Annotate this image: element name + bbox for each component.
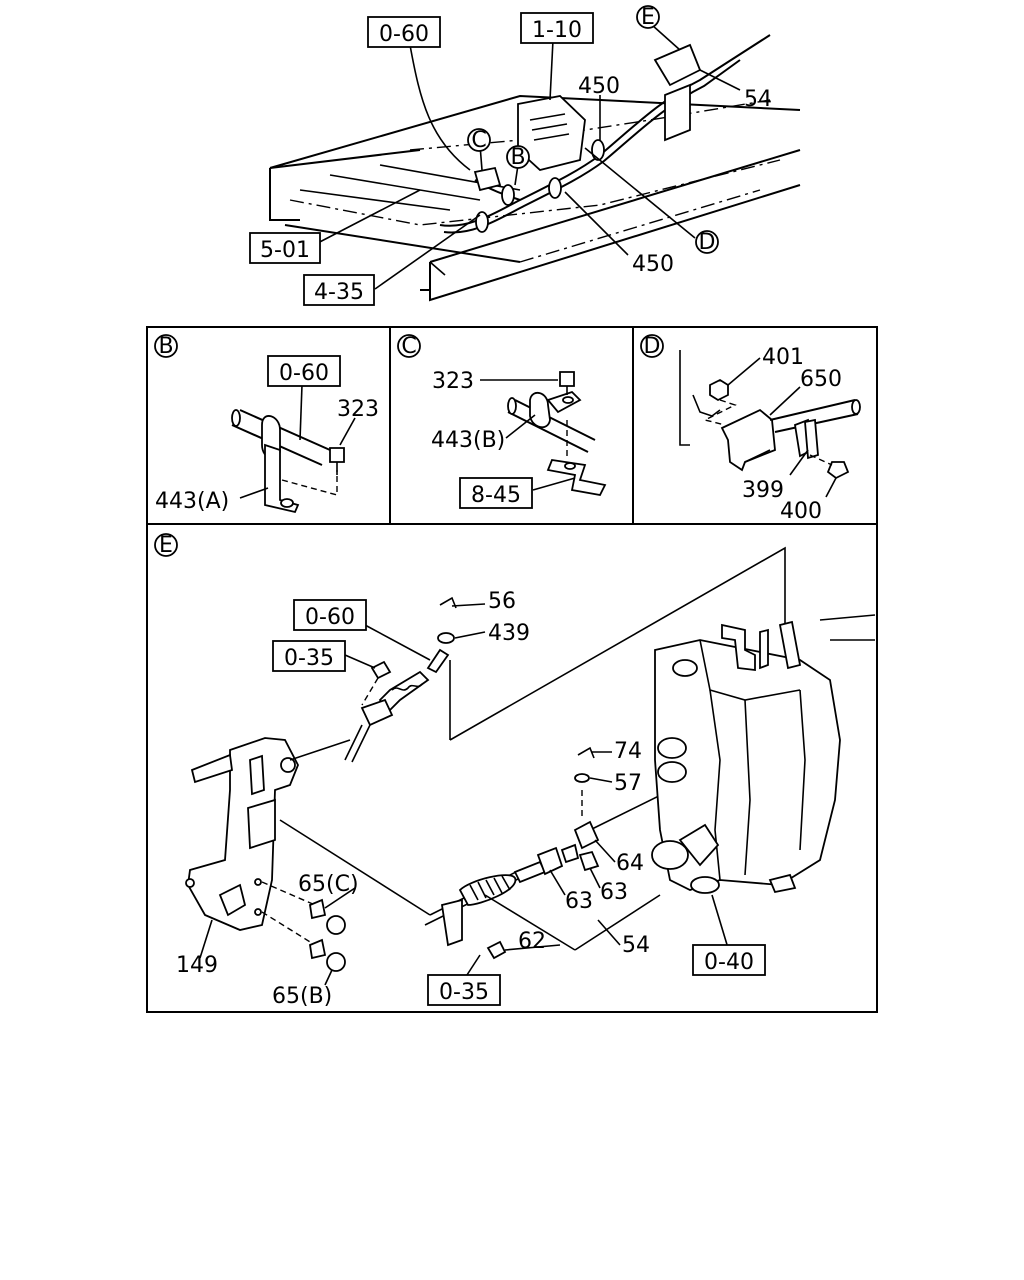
panel-b: B [154, 334, 356, 514]
svg-text:0-35: 0-35 [284, 646, 334, 671]
svg-text:8-45: 8-45 [471, 483, 521, 508]
panel-e-part-56: 56 [488, 589, 516, 614]
panel-c-callout: C [397, 334, 421, 359]
svg-text:5-01: 5-01 [260, 238, 310, 263]
panel-c-ref-8-45[interactable]: 8-45 [459, 477, 533, 509]
panel-d-part-399: 399 [742, 478, 784, 503]
panel-e-part-65c: 65(C) [298, 872, 359, 897]
overview-part-450-bottom: 450 [632, 252, 674, 277]
svg-text:B: B [158, 334, 173, 359]
panel-e-callout: E [154, 533, 178, 558]
panel-e-ref-0-35-bottom[interactable]: 0-35 [427, 974, 501, 1006]
panel-e-part-62: 62 [518, 929, 546, 954]
panel-e-ref-0-35-top[interactable]: 0-35 [272, 640, 346, 672]
panel-d: D [640, 334, 861, 498]
overview-callout-b: B [506, 145, 530, 170]
svg-text:0-60: 0-60 [305, 605, 355, 630]
panel-e-part-74: 74 [614, 739, 642, 764]
overview-callout-c: C [467, 128, 491, 153]
panel-d-part-401: 401 [762, 345, 804, 370]
overview-ref-0-60[interactable]: 0-60 [367, 16, 441, 48]
panel-e-part-63-upper: 63 [600, 880, 628, 905]
svg-text:C: C [401, 334, 416, 359]
overview-ref-1-10[interactable]: 1-10 [520, 12, 594, 44]
svg-text:D: D [699, 230, 716, 255]
overview-part-54: 54 [744, 87, 772, 112]
panel-e-part-149: 149 [176, 953, 218, 978]
svg-text:1-10: 1-10 [532, 18, 582, 43]
panel-b-part-443a: 443(A) [155, 489, 229, 514]
panel-e-part-64: 64 [616, 851, 644, 876]
svg-text:E: E [641, 5, 655, 30]
panel-b-part-323: 323 [337, 397, 379, 422]
overview-callout-e: E [636, 5, 660, 30]
panel-e-ref-0-40[interactable]: 0-40 [692, 944, 766, 976]
svg-text:0-60: 0-60 [379, 22, 429, 47]
overview-callout-d: D [695, 230, 719, 255]
panel-e-part-65b: 65(B) [272, 984, 332, 1009]
panel-d-callout: D [640, 334, 664, 359]
overview-drawing [269, 24, 801, 302]
panel-e-part-63-lower: 63 [565, 889, 593, 914]
panel-d-part-400: 400 [780, 499, 822, 524]
overview-ref-5-01[interactable]: 5-01 [249, 232, 321, 264]
svg-text:0-35: 0-35 [439, 980, 489, 1005]
panel-c-part-443b: 443(B) [431, 428, 505, 453]
panel-b-callout: B [154, 334, 178, 359]
svg-text:C: C [471, 128, 486, 153]
panel-e-part-57: 57 [614, 771, 642, 796]
panel-c: C [397, 334, 607, 497]
svg-text:D: D [644, 334, 661, 359]
panel-e-part-439: 439 [488, 621, 530, 646]
svg-text:B: B [510, 145, 525, 170]
overview-ref-4-35[interactable]: 4-35 [303, 274, 375, 306]
panel-b-ref-0-60[interactable]: 0-60 [267, 355, 341, 387]
panel-e-ref-0-60[interactable]: 0-60 [293, 599, 367, 631]
svg-text:4-35: 4-35 [314, 280, 364, 305]
svg-text:0-40: 0-40 [704, 950, 754, 975]
svg-text:E: E [159, 533, 173, 558]
overview-part-450-top: 450 [578, 74, 620, 99]
panel-c-part-323: 323 [432, 369, 474, 394]
detail-frame [146, 326, 878, 1013]
panel-e: E [154, 533, 876, 986]
panel-d-part-650: 650 [800, 367, 842, 392]
svg-text:0-60: 0-60 [279, 361, 329, 386]
panel-e-part-54: 54 [622, 933, 650, 958]
